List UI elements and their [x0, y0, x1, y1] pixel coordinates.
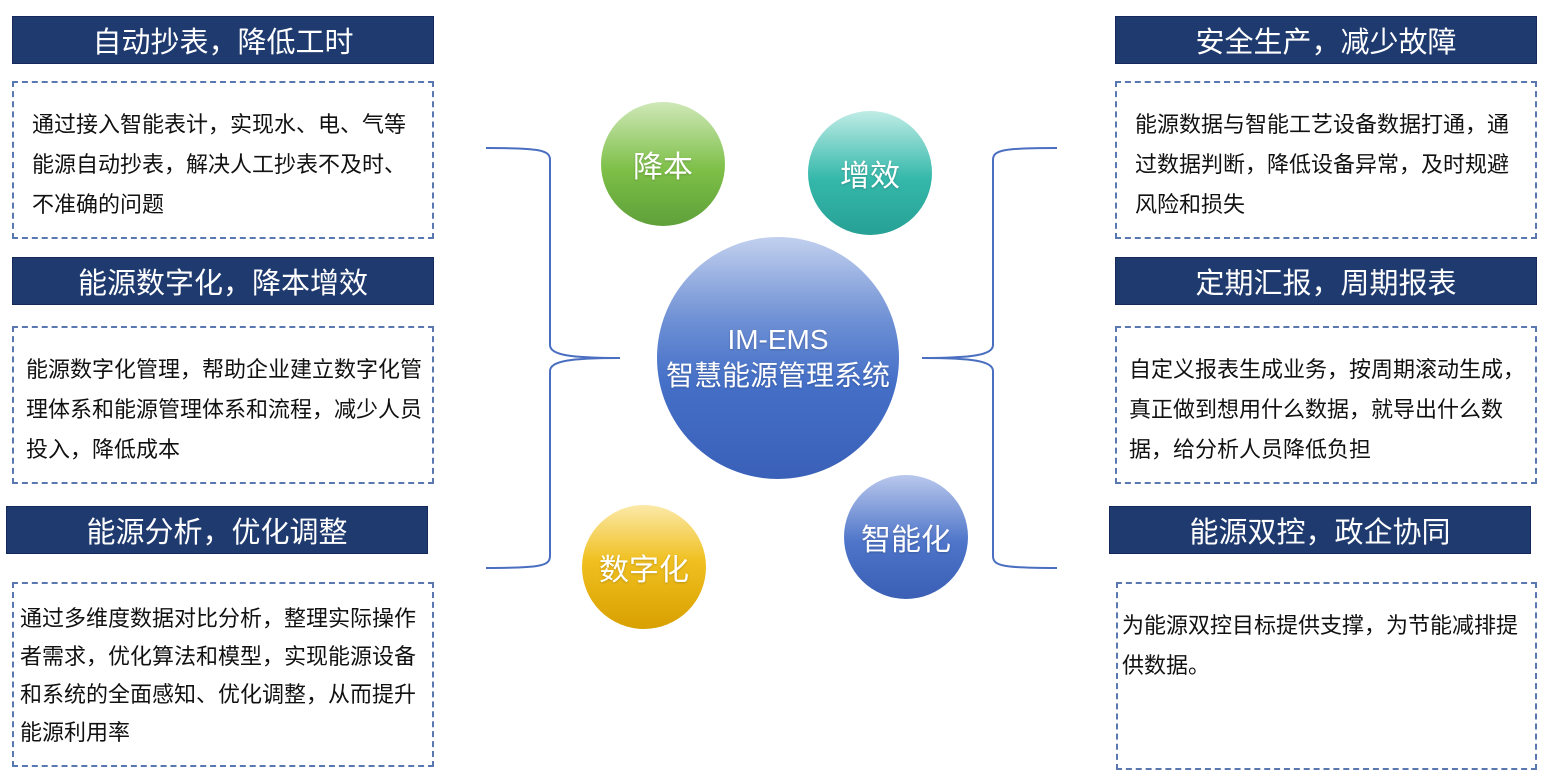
right-desc-2: 自定义报表生成业务，按周期滚动生成，真正做到想用什么数据，就导出什么数据，给分析…	[1115, 326, 1537, 484]
bubble-cost-reduction: 降本	[601, 102, 725, 226]
right-bracket	[921, 147, 1058, 569]
center-line2: 智慧能源管理系统	[665, 360, 890, 391]
right-desc-3-text: 为能源双控目标提供支撑，为节能减排提供数据。	[1122, 613, 1519, 678]
left-desc-1-text: 通过接入智能表计，实现水、电、气等能源自动抄表，解决人工抄表不及时、不准确的问题	[32, 112, 407, 217]
left-heading-3: 能源分析，优化调整	[6, 506, 428, 554]
left-heading-2: 能源数字化，降本增效	[12, 257, 434, 305]
left-desc-1: 通过接入智能表计，实现水、电、气等能源自动抄表，解决人工抄表不及时、不准确的问题	[12, 81, 434, 239]
right-heading-1: 安全生产，减少故障	[1115, 16, 1537, 64]
center-system-circle: IM-EMS 智慧能源管理系统	[657, 237, 899, 479]
left-desc-3: 通过多维度数据对比分析，整理实际操作者需求，优化算法和模型，实现能源设备和系统的…	[12, 582, 434, 767]
right-heading-3: 能源双控，政企协同	[1109, 506, 1531, 554]
center-line1: IM-EMS	[727, 324, 829, 355]
right-heading-2: 定期汇报，周期报表	[1115, 257, 1537, 305]
left-desc-3-text: 通过多维度数据对比分析，整理实际操作者需求，优化算法和模型，实现能源设备和系统的…	[20, 606, 417, 745]
right-desc-2-text: 自定义报表生成业务，按周期滚动生成，真正做到想用什么数据，就导出什么数据，给分析…	[1129, 357, 1526, 462]
right-desc-3: 为能源双控目标提供支撑，为节能减排提供数据。	[1116, 582, 1537, 770]
left-heading-1: 自动抄表，降低工时	[12, 16, 434, 64]
right-desc-1-text: 能源数据与智能工艺设备数据打通，通过数据判断，降低设备异常，及时规避风险和损失	[1135, 112, 1510, 217]
right-desc-1: 能源数据与智能工艺设备数据打通，通过数据判断，降低设备异常，及时规避风险和损失	[1115, 81, 1537, 239]
left-desc-2: 能源数字化管理，帮助企业建立数字化管理体系和能源管理体系和流程，减少人员投入，降…	[12, 326, 434, 484]
bubble-digitalization: 数字化	[582, 505, 706, 629]
bubble-efficiency: 增效	[808, 111, 932, 235]
left-desc-2-text: 能源数字化管理，帮助企业建立数字化管理体系和能源管理体系和流程，减少人员投入，降…	[26, 357, 423, 462]
bubble-intelligence: 智能化	[844, 475, 968, 599]
left-bracket	[485, 147, 621, 569]
